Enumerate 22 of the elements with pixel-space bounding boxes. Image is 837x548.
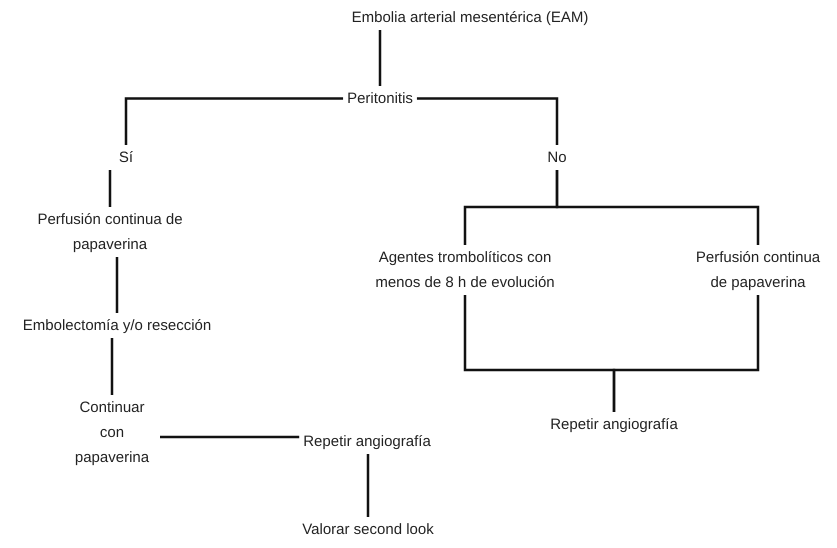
flow-step-text: Continuar con papaverina bbox=[64, 395, 160, 470]
flow-step-text: Embolectomía y/o resección bbox=[18, 313, 216, 338]
connector-line bbox=[124, 97, 344, 145]
flow-step-text: Valorar second look bbox=[298, 517, 438, 542]
connector-line bbox=[612, 295, 760, 412]
flow-step-text: Perfusión continua de papaverina bbox=[684, 245, 832, 295]
connector-line bbox=[416, 97, 558, 145]
flow-step-text: Repetir angiografía bbox=[546, 412, 682, 437]
connector-line bbox=[366, 454, 370, 517]
flow-step-text: Perfusión continua de papaverina bbox=[26, 207, 194, 257]
connector-line bbox=[108, 170, 112, 207]
connector-line bbox=[378, 30, 382, 86]
connector-line bbox=[556, 170, 760, 245]
connector-line bbox=[160, 436, 300, 438]
flow-step-text: Embolia arterial mesentérica (EAM) bbox=[348, 5, 592, 30]
flow-step-text: No bbox=[543, 145, 571, 170]
connector-line bbox=[116, 257, 118, 313]
flow-step-text: Sí bbox=[114, 145, 138, 170]
flow-step-text: Repetir angiografía bbox=[299, 429, 435, 454]
flow-step-text: Peritonitis bbox=[343, 86, 417, 111]
connector-line bbox=[110, 338, 114, 395]
flow-step-text: Agentes trombolíticos con menos de 8 h de evolución bbox=[366, 245, 564, 295]
